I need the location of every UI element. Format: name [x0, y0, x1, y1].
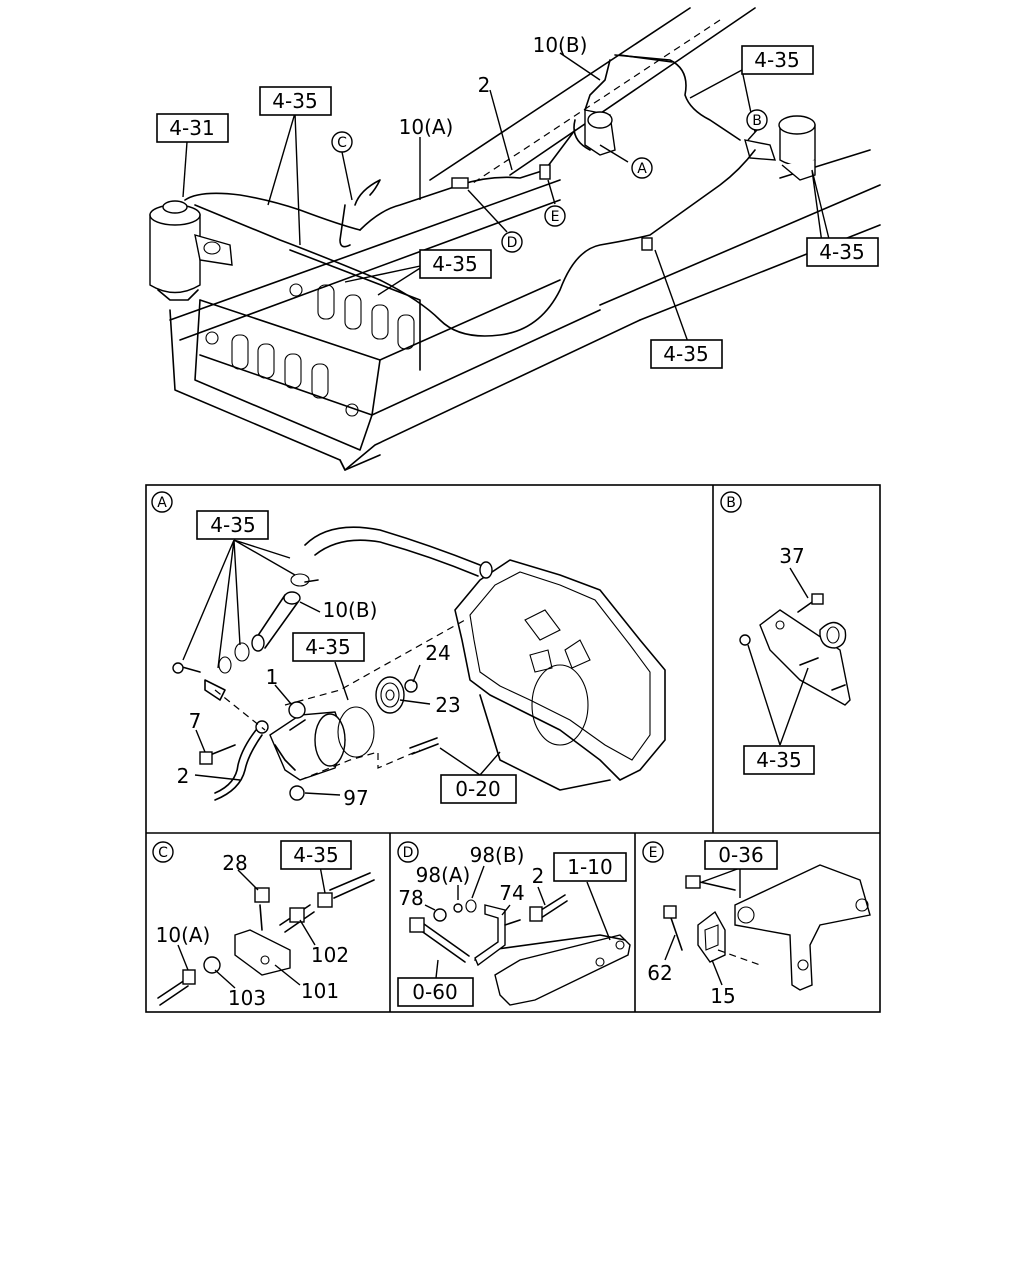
ref-box-4-35-bot — [650, 339, 723, 369]
d-part-98b: 98(B) — [470, 843, 525, 867]
part-2: 2 — [478, 73, 491, 97]
detail-grid — [145, 484, 881, 1013]
a-part-97: 97 — [343, 786, 368, 810]
d-ref-1-10: 1-10 — [567, 855, 612, 879]
panel-b-id: B — [726, 495, 736, 511]
a-ref-0-20: 0-20 — [455, 777, 500, 801]
a-ref-4-35-mid: 4-35 — [305, 635, 350, 659]
panel-e: E 0-36 62 15 — [642, 840, 871, 1008]
top-labels: 4-31 4-35 4-35 4-35 4-35 4-35 10(B) 10(A… — [156, 33, 879, 369]
ref-box-4-35-tr — [741, 45, 814, 75]
c-part-28: 28 — [222, 851, 247, 875]
e-ref-0-36: 0-36 — [718, 843, 763, 867]
ref-box-4-35-tl — [259, 86, 332, 116]
part-10a: 10(A) — [399, 115, 454, 139]
ref-box-4-35-right — [806, 237, 879, 267]
d-part-74: 74 — [499, 881, 524, 905]
c-part-101: 101 — [301, 979, 339, 1003]
frame-holes — [205, 283, 415, 417]
ref-4-35-tr: 4-35 — [754, 48, 799, 72]
e-part-15: 15 — [710, 984, 735, 1008]
gear-23 — [375, 676, 405, 714]
ref-4-35-mid: 4-35 — [432, 252, 477, 276]
d-part-98a: 98(A) — [416, 863, 471, 887]
clip-e — [539, 164, 551, 180]
chassis-frame — [149, 7, 881, 471]
hydraulic-pipes — [184, 54, 756, 337]
clip-d — [451, 177, 469, 189]
panel-a: A — [151, 491, 666, 810]
a-part-24: 24 — [425, 641, 450, 665]
panel-c-id: C — [158, 845, 168, 861]
ref-4-35-bot: 4-35 — [663, 342, 708, 366]
ref-box-4-31 — [156, 113, 229, 143]
callout-d: D — [507, 235, 518, 251]
fluid-reservoir-left — [149, 200, 233, 301]
a-part-10b: 10(B) — [323, 598, 378, 622]
callout-c: C — [337, 135, 347, 151]
b-part-37: 37 — [779, 544, 804, 568]
panel-d: D 98(B) 98(A) 1-10 78 74 2 0-60 — [397, 841, 631, 1007]
clip-lower — [641, 237, 653, 251]
fluid-reservoir-right — [744, 115, 816, 181]
d-part-78: 78 — [398, 886, 423, 910]
part-10b: 10(B) — [533, 33, 588, 57]
c-part-102: 102 — [311, 943, 349, 967]
c-part-10a: 10(A) — [156, 923, 211, 947]
a-part-23: 23 — [435, 693, 460, 717]
c-part-103: 103 — [228, 986, 266, 1010]
panel-e-id: E — [649, 845, 658, 861]
callout-e: E — [551, 209, 560, 225]
callout-b: B — [752, 113, 762, 129]
a-part-2: 2 — [177, 764, 190, 788]
panel-c: C 28 4-35 10(A) 102 103 101 — [152, 840, 375, 1010]
a-part-1: 1 — [266, 665, 279, 689]
panel-a-id: A — [157, 495, 167, 511]
d-part-2: 2 — [532, 864, 545, 888]
ref-4-35-tl: 4-35 — [272, 89, 317, 113]
panel-b: B 37 4-35 — [720, 491, 851, 775]
d-ref-0-60: 0-60 — [412, 980, 457, 1004]
c-ref-4-35: 4-35 — [293, 843, 338, 867]
a-ref-4-35-top: 4-35 — [210, 513, 255, 537]
b-ref-4-35: 4-35 — [756, 748, 801, 772]
ref-4-35-right: 4-35 — [819, 240, 864, 264]
panel-d-id: D — [403, 845, 414, 861]
ref-box-4-35-mid — [419, 249, 492, 279]
e-part-62: 62 — [647, 961, 672, 985]
ref-4-31: 4-31 — [169, 116, 214, 140]
a-part-7: 7 — [189, 709, 202, 733]
master-cylinder — [573, 109, 616, 156]
callout-a: A — [637, 161, 647, 177]
